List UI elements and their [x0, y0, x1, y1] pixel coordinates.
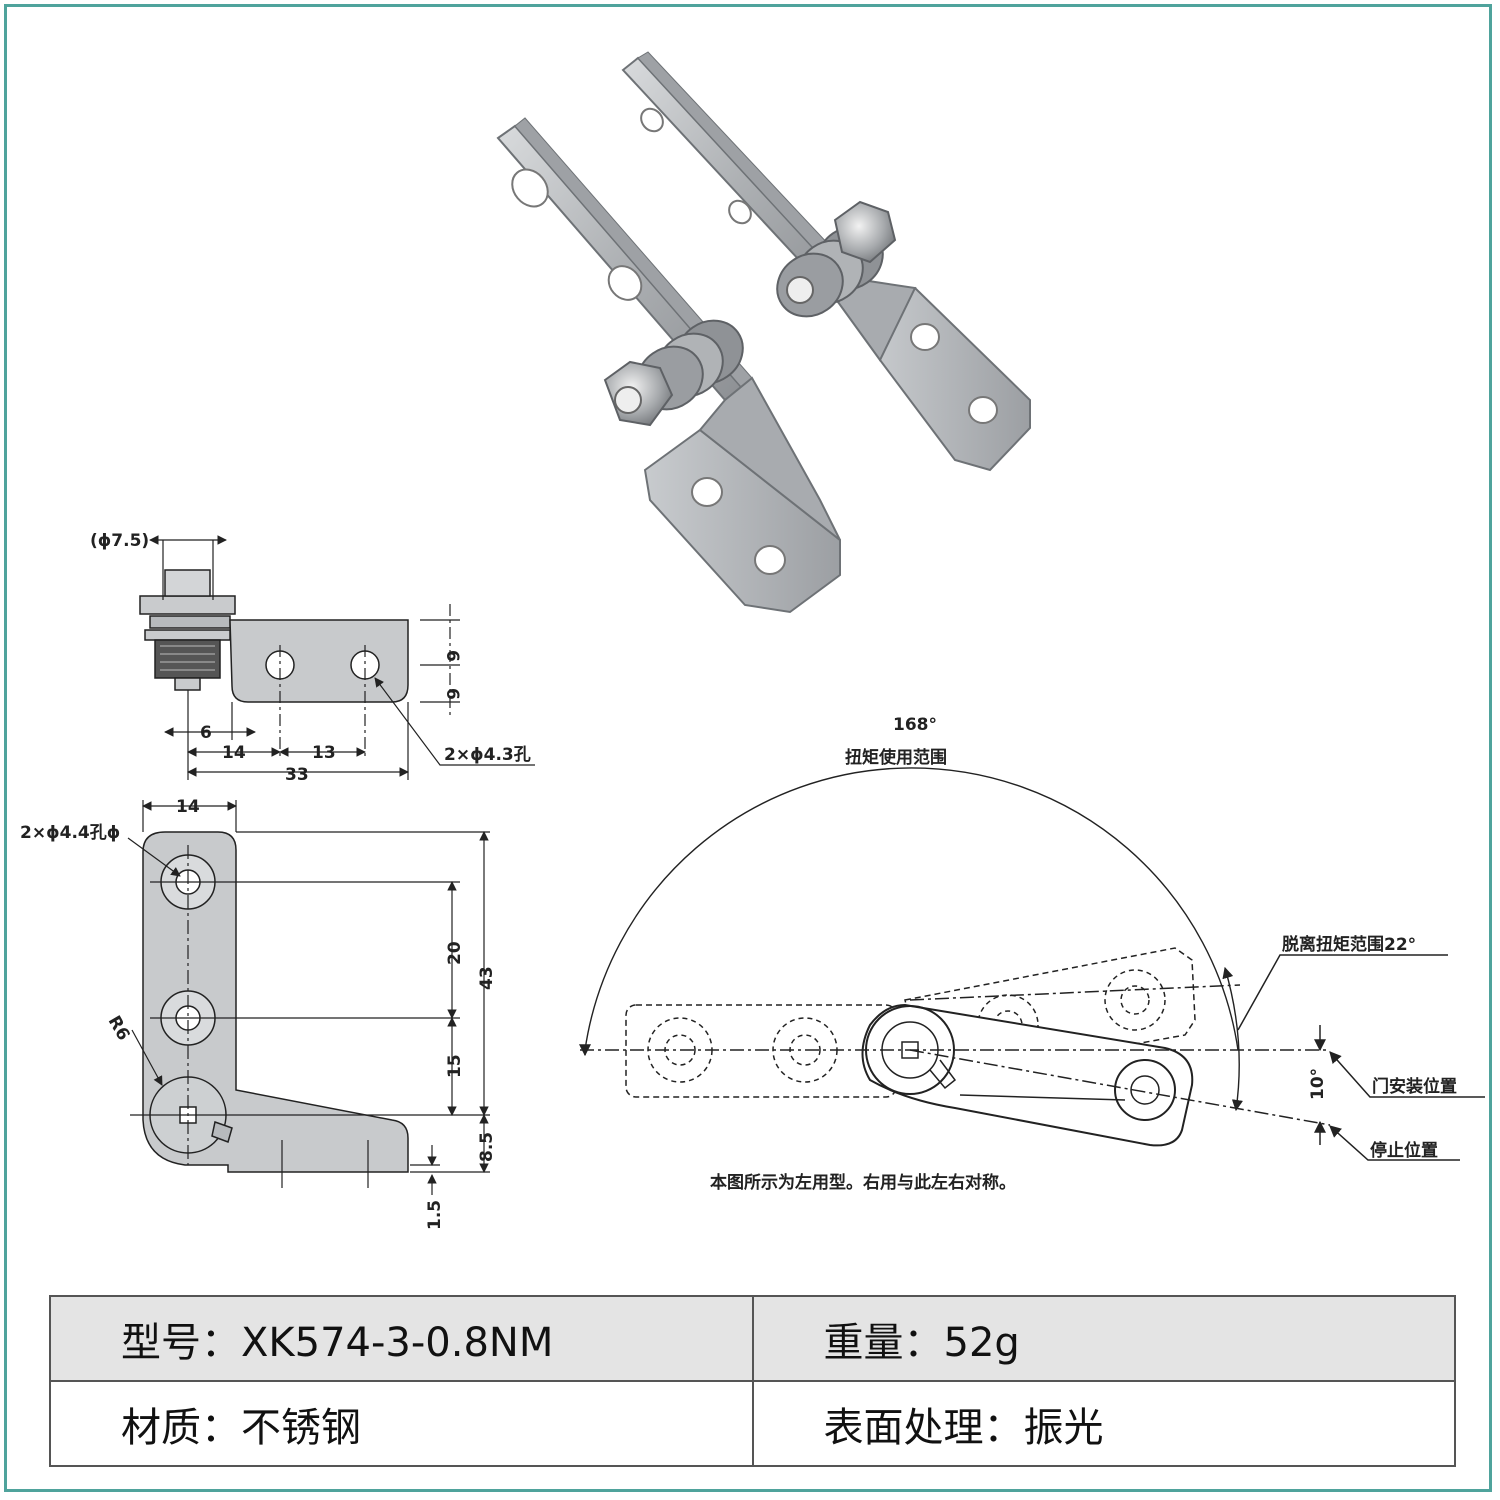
spec-table: 型号：XK574-3-0.8NM 重量：52g 材质：不锈钢 表面处理：振光: [49, 1295, 1456, 1467]
material-cell: 材质：不锈钢: [49, 1380, 754, 1467]
stop-position-label: 停止位置: [1370, 1140, 1438, 1161]
dim-33: 33: [285, 765, 309, 785]
dim-6-left: 6: [200, 723, 212, 743]
side-view-dims: [149, 535, 535, 780]
weight-cell: 重量：52g: [751, 1295, 1456, 1382]
dim-hole-4-4: 2×ϕ4.4孔ϕ: [20, 823, 120, 843]
finish-cell: 表面处理：振光: [751, 1380, 1456, 1467]
dim-13: 13: [312, 743, 336, 763]
dim-hole-4-3: 2×ϕ4.3孔: [444, 745, 531, 765]
rotation-diagram: [579, 767, 1485, 1161]
dim-6-top: 6: [442, 650, 462, 662]
torque-range-label: 扭矩使用范围: [845, 747, 947, 768]
spec-row: 材质：不锈钢 表面处理：振光: [49, 1380, 1456, 1467]
hinge-photo-left: [496, 117, 841, 614]
release-range-label: 脱离扭矩范围22°: [1282, 934, 1416, 955]
spec-row: 型号：XK574-3-0.8NM 重量：52g: [49, 1295, 1456, 1382]
dim-1-5: 1.5: [425, 1200, 445, 1230]
left-type-note: 本图所示为左用型。右用与此左右对称。: [710, 1172, 1016, 1193]
side-view-drawing: [139, 569, 409, 703]
front-view-dims: [127, 800, 490, 1195]
hinge-photo-right: [621, 51, 1031, 472]
door-install-label: 门安装位置: [1372, 1076, 1457, 1097]
dim-6-bottom: 6: [442, 688, 462, 700]
dim-20: 20: [445, 941, 465, 965]
dim-8-5: 8.5: [477, 1132, 497, 1162]
dim-phi-7-5: (ϕ7.5): [90, 531, 149, 551]
angle-10: 10°: [1308, 1068, 1328, 1100]
model-cell: 型号：XK574-3-0.8NM: [49, 1295, 754, 1382]
dim-r6: R6: [104, 1013, 134, 1045]
dim-15: 15: [445, 1054, 465, 1078]
angle-168: 168°: [893, 715, 937, 735]
front-view-drawing: [142, 831, 409, 1173]
dim-14: 14: [222, 743, 246, 763]
dim-14-front: 14: [176, 797, 200, 817]
dim-43: 43: [477, 966, 497, 990]
